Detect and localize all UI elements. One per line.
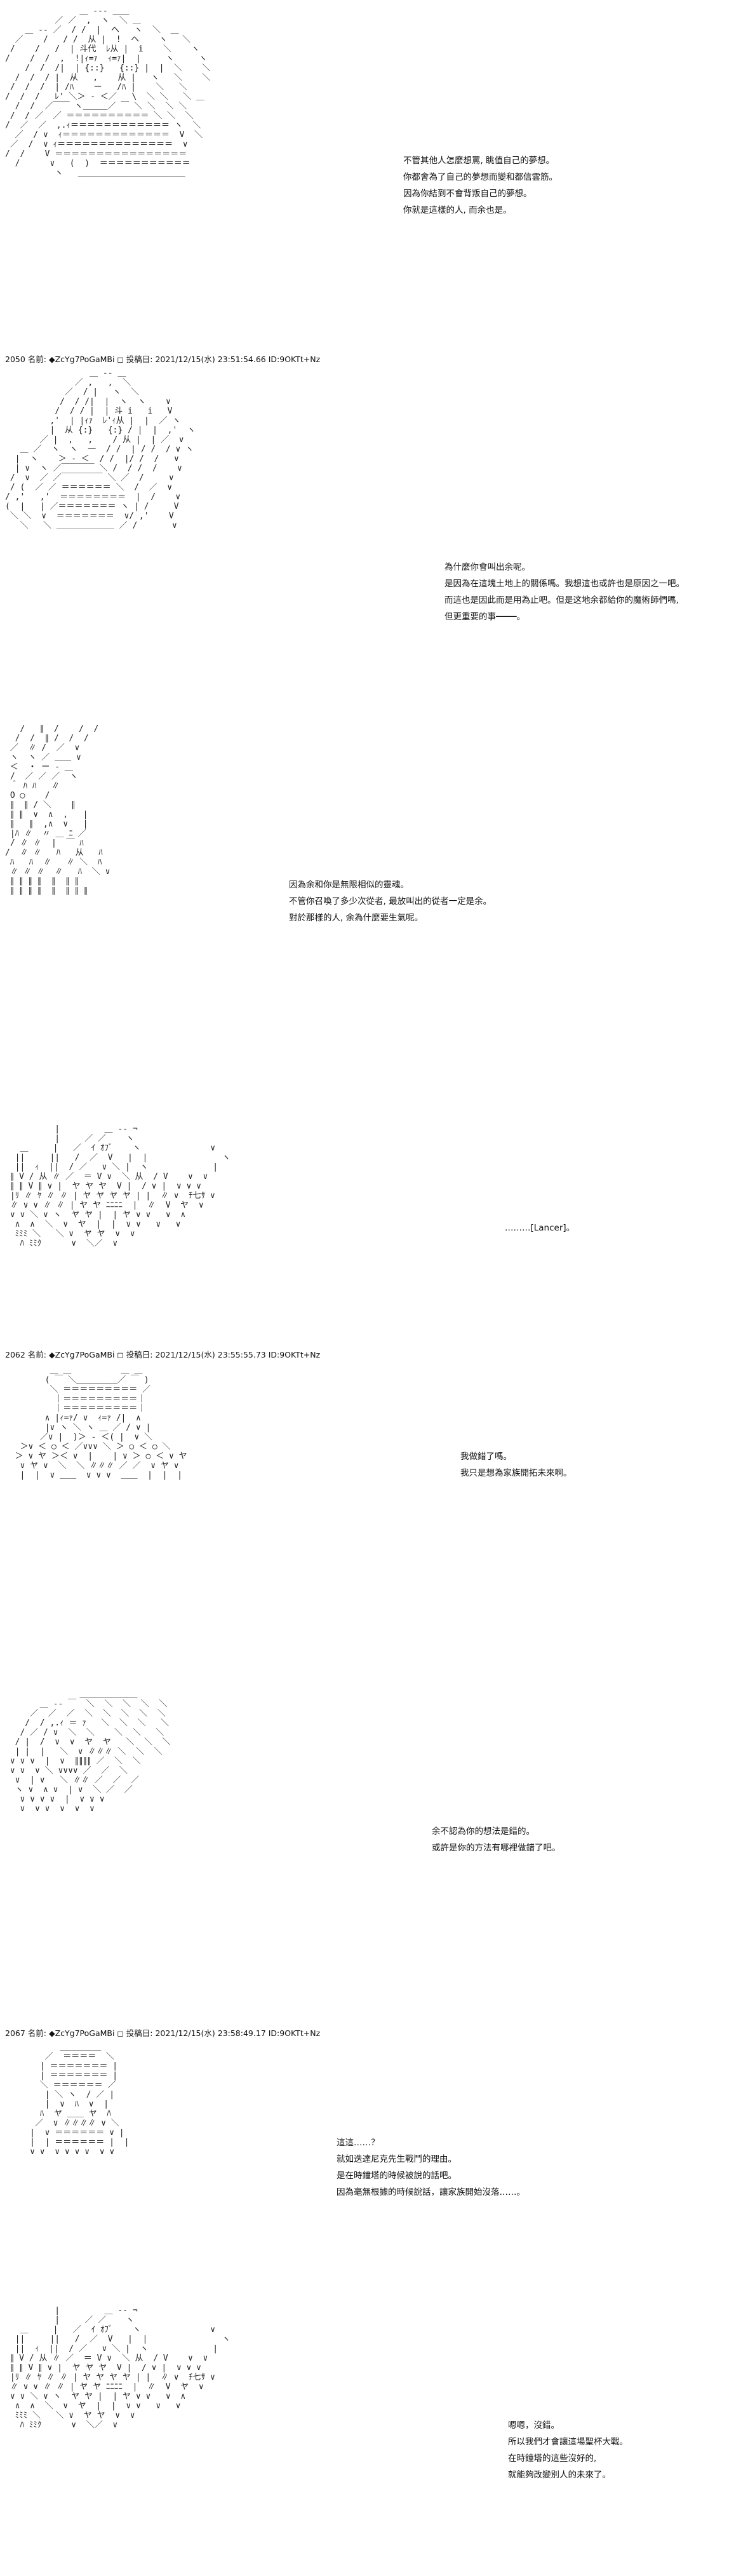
ascii-art-darnic: ＿ ＿ ＿ ＿ ( ￣ ＼＿＿＿＿＿／ ￣ ) ＼ ＝＝＝＝＝＝＝＝＝ ／ ｜＝…: [15, 1366, 187, 1480]
dialog-box: 余不認為你的想法是錯的。 或許是你的方法有哪裡做錯了吧。: [432, 1823, 561, 1856]
dialog-box: 不管其他人怎麼想罵, 眺值自己的夢想。 你都會為了自己的夢想而變和都信雲筋。 因…: [403, 152, 558, 219]
dialog-line: 就能夠改變別人的未來了。: [508, 2470, 611, 2480]
dialog-box: 我做錯了嗎。 我只是想為家族開拓未來啊。: [460, 1448, 572, 1481]
dialog-line: 我做錯了嗎。: [460, 1452, 512, 1462]
panel-7: ＿＿＿＿＿ ／ ＝＝＝＝ ＼ | ＝＝＝＝＝＝＝ | | ＝＝＝＝＝＝＝ | ＼…: [0, 2042, 748, 2296]
panel-1: ＿ -‐‐ ＿＿ ／ ／ , ヽ ＼ ＿ ＿ -‐ ／ / / | ヘ ヽ ＼ …: [0, 6, 748, 349]
dialog-line: 不管其他人怎麼想罵, 眺值自己的夢想。: [403, 156, 555, 166]
dialog-box: 因為余和你是無限相似的靈魂。 不管你召喚了多少次從者, 最放叫出的從者一定是余。…: [289, 877, 491, 926]
dialog-line: 余不認為你的想法是錯的。: [432, 1826, 535, 1837]
dialog-line: 在時鐘塔的這些沒好的,: [508, 2453, 597, 2464]
dialog-line: 不管你召喚了多少次從者, 最放叫出的從者一定是余。: [289, 896, 492, 907]
dialog-line: 是在時鐘塔的時候被說的話吧。: [337, 2171, 457, 2181]
post-header: 2067 名前: ◆ZcYg7PoGaMBi ◻ 投稿日: 2021/12/15…: [5, 2028, 321, 2038]
dialog-line: 你都會為了自己的夢想而變和都信雲筋。: [403, 172, 558, 182]
dialog-line: 嗯嗯，沒錯。: [508, 2420, 559, 2431]
dialog-line: 因為余和你是無限相似的靈魂。: [289, 880, 409, 890]
dialog-line: 因為毫無根據的時候說話，讓家族開始沒落……。: [337, 2187, 525, 2197]
ascii-art-lancer-2: | ＿ -‐ ¬ | ／ ／ ヽ ＿ | ／ ｲ ｵﾌﾞ ヽ ∨ || || /…: [10, 2306, 230, 2430]
post-header: 2062 名前: ◆ZcYg7PoGaMBi ◻ 投稿日: 2021/12/15…: [5, 1350, 321, 1359]
panel-4: | ＿ -‐ ¬ | ／ ／ ヽ ＿ | ／ ｲ ｵﾌﾞ ヽ ∨ || || /…: [0, 1124, 748, 1334]
dialog-line: 是因為在這塊土地上的關係嗎。我想這也或許也是原因之一吧。: [444, 579, 685, 589]
dialog-box: 嗯嗯，沒錯。 所以我們才會讓這場聖杯大戰。 在時鐘塔的這些沒好的, 就能夠改變別…: [508, 2417, 628, 2483]
dialog-line: 你就是這樣的人, 而余也是。: [403, 205, 512, 215]
ascii-art-darnic-shadowed: ＿＿＿＿＿ ／ ＝＝＝＝ ＼ | ＝＝＝＝＝＝＝ | | ＝＝＝＝＝＝＝ | ＼…: [30, 2042, 130, 2157]
dialog-line: 而這也是因此而是用為止吧。但是这地余都給你的魔術師們嗎,: [444, 595, 679, 605]
ascii-art-caster: ＿ -‐‐ ＿＿ ／ ／ , ヽ ＼ ＿ ＿ -‐ ／ / / | ヘ ヽ ＼ …: [5, 6, 211, 178]
panel-3: / ∥ / / / / / ∥ / / / ／ ∥ / ／ ∨ ヽ ヽ ／ ＿＿…: [0, 724, 748, 1105]
dialog-line: 對於那樣的人, 余為什麼要生氣呢。: [289, 913, 424, 923]
dialog-line: 我只是想為家族開拓未來啊。: [460, 1468, 572, 1478]
dialog-box: 為什麼你會叫出余呢。 是因為在這塊土地上的關係嗎。我想這也或許也是原因之一吧。 …: [444, 559, 685, 625]
panel-2: ＿ -‐ ＿ ／ , , ＼ ／ / | ヽ ＼ / / /| | ヽ ヽ ∨ …: [0, 368, 748, 686]
post-header: 2050 名前: ◆ZcYg7PoGaMBi ◻ 投稿日: 2021/12/15…: [5, 354, 321, 364]
dialog-line: 所以我們才會讓這場聖杯大戰。: [508, 2437, 628, 2447]
dialog-box: 這這……？ 就如迭達尼克先生戰鬥的理由。 是在時鐘塔的時候被說的話吧。 因為毫無…: [337, 2134, 525, 2201]
ascii-art-saber: ＿ -‐ ＿ ／ , , ＼ ／ / | ヽ ＼ / / /| | ヽ ヽ ∨ …: [5, 368, 196, 530]
panel-6: ＿＿＿＿＿＿＿ ＿ -‐ ￣ ＼ ＼ ＼ ＼ ＼ ／ ／ ／ ＼ ＼ ＼ ＼ ＼…: [0, 1690, 748, 1995]
dialog-line: 因為你結到不會背叛自己的夢想。: [403, 189, 532, 199]
dialog-line: 就如迭達尼克先生戰鬥的理由。: [337, 2154, 457, 2164]
panel-5: ＿ ＿ ＿ ＿ ( ￣ ＼＿＿＿＿＿／ ￣ ) ＼ ＝＝＝＝＝＝＝＝＝ ／ ｜＝…: [0, 1366, 748, 1633]
ascii-art-figure-bowing: ＿＿＿＿＿＿＿ ＿ -‐ ￣ ＼ ＼ ＼ ＼ ＼ ／ ／ ／ ＼ ＼ ＼ ＼ ＼…: [10, 1690, 171, 1814]
dialog-box: ………[Lancer]。: [505, 1220, 575, 1236]
dialog-line: 這這……？: [337, 2138, 380, 2148]
dialog-line: 但更重要的事────。: [444, 612, 526, 622]
dialog-line: ………[Lancer]。: [505, 1223, 575, 1233]
ascii-art-lancer: | ＿ -‐ ¬ | ／ ／ ヽ ＿ | ／ ｲ ｵﾌﾞ ヽ ∨ || || /…: [10, 1124, 230, 1248]
ascii-art-figure: / ∥ / / / / / ∥ / / / ／ ∥ / ／ ∨ ヽ ヽ ／ ＿＿…: [5, 724, 110, 896]
panel-8: | ＿ -‐ ¬ | ／ ／ ヽ ＿ | ／ ｲ ｵﾌﾞ ヽ ∨ || || /…: [0, 2306, 748, 2573]
dialog-line: 為什麼你會叫出余呢。: [444, 562, 530, 572]
dialog-line: 或許是你的方法有哪裡做錯了吧。: [432, 1843, 561, 1853]
